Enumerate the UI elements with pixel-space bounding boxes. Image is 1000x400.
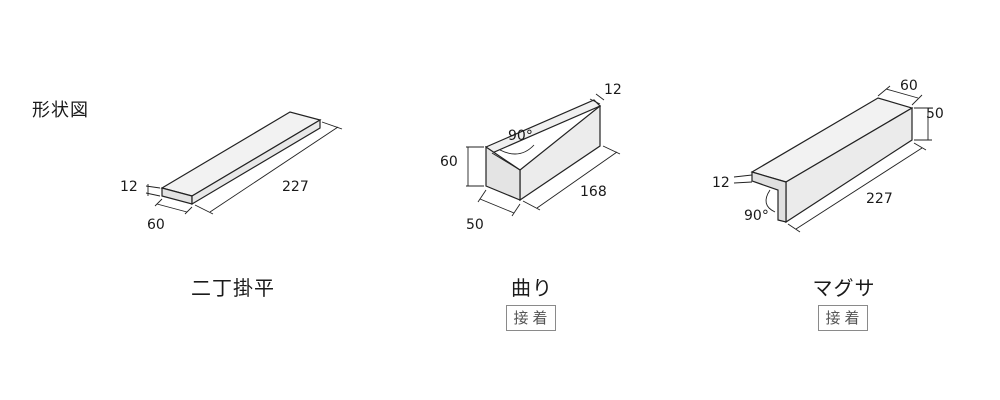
thickness-label: 12 [604, 82, 622, 98]
width-dimension-line [156, 203, 188, 213]
top-label: 60 [900, 78, 918, 94]
width-dimension-line [479, 198, 515, 214]
angle-label: 90° [744, 208, 769, 224]
method-badge-magari: 接着 [506, 305, 556, 331]
length-label: 168 [580, 184, 607, 200]
method-badge-magusa: 接着 [818, 305, 868, 331]
page-title: 形状図 [32, 100, 89, 121]
length-label: 227 [866, 191, 893, 207]
tile-right-edge [191, 118, 321, 206]
end-cap [751, 171, 787, 223]
shape-name-nichogake-hira: 二丁掛平 [191, 276, 275, 300]
angle-label: 90° [508, 128, 533, 144]
short-leg-face [485, 145, 521, 201]
length-dimension-line [209, 126, 339, 213]
top-dimension-line [885, 88, 919, 99]
length-label: 227 [282, 179, 309, 195]
side-label: 50 [926, 106, 944, 122]
length-dimension-line [536, 151, 618, 209]
shape-name-magusa: マグサ [812, 276, 876, 300]
width-label: 50 [466, 217, 484, 233]
length-dimension-line [795, 147, 923, 230]
angle-arc [765, 189, 776, 213]
thickness-label: 12 [712, 175, 730, 191]
thickness-label: 12 [120, 179, 138, 195]
width-label: 60 [147, 217, 165, 233]
shape-name-magari: 曲り [511, 276, 553, 300]
angle-arc [499, 144, 535, 155]
height-label: 60 [440, 154, 458, 170]
